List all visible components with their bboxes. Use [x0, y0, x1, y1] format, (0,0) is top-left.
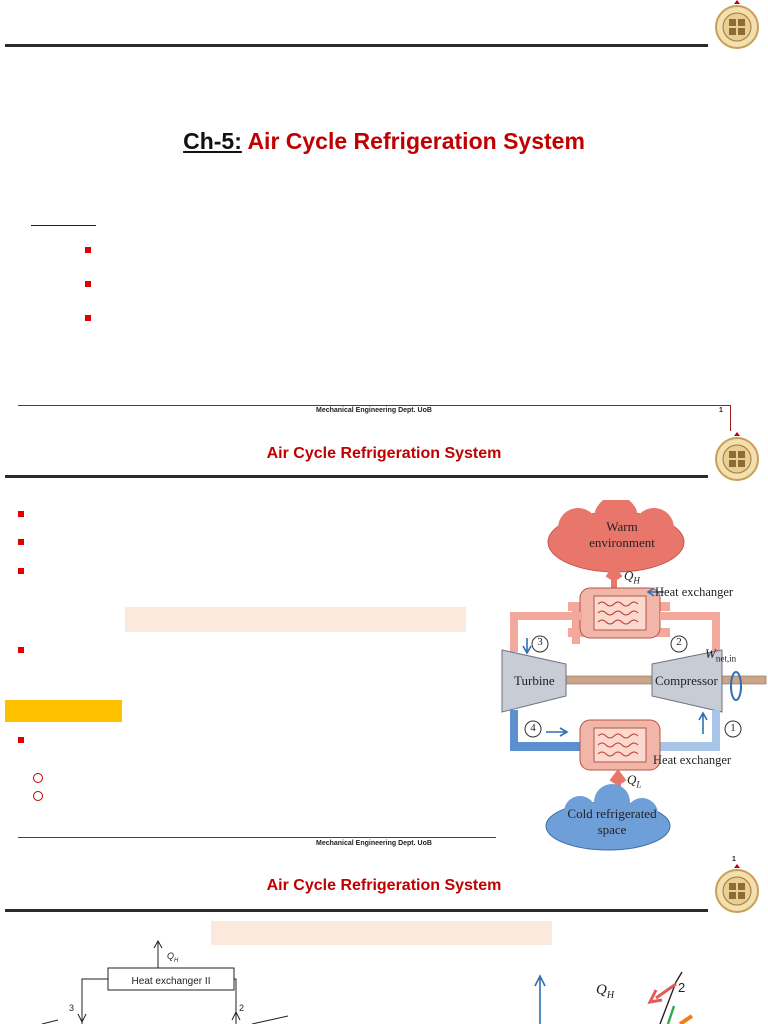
cold-space-cloud [545, 784, 671, 851]
ts-node-2-label: 2 [678, 980, 686, 995]
footer-text: Mechanical Engineering Dept. UoB [316, 407, 432, 414]
ql-label: QL [627, 772, 642, 790]
page-number-marker: 1 [732, 856, 736, 863]
node-3-label: 3 [69, 1003, 75, 1013]
wnet-label: Wnet,in [705, 646, 737, 664]
node-2-label: 2 [239, 1003, 245, 1013]
warm-environment-label: Warm environment [589, 519, 655, 550]
cycle-schematic [41, 939, 289, 1024]
bullet-marker [85, 247, 91, 253]
footer-rule-end [730, 405, 731, 431]
university-logo [715, 0, 759, 49]
page-number: 1 [719, 407, 723, 414]
university-logo [715, 864, 759, 913]
node-1-label: 1 [730, 722, 736, 734]
bullet-marker [18, 568, 24, 574]
header-rule [5, 475, 708, 478]
header-rule [5, 909, 708, 912]
highlight-box-peach [211, 921, 552, 945]
hx2-label: Heat exchanger II [131, 976, 211, 987]
bullet-marker [18, 511, 24, 517]
bottom-heat-exchanger [579, 719, 661, 771]
sub-bullet-marker [33, 773, 43, 783]
slide-1-title: Ch-5: Air Cycle Refrigeration System [0, 128, 768, 155]
university-logo [715, 432, 759, 481]
compressor-label: Compressor [655, 673, 718, 688]
cold-space-label: Cold refrigerated space [567, 806, 657, 837]
ts-diagram [534, 971, 694, 1024]
turbine-label: Turbine [514, 673, 555, 688]
chapter-title: Air Cycle Refrigeration System [247, 128, 585, 154]
header-rule [5, 44, 708, 47]
compressor-shape [651, 649, 723, 713]
bullet-marker [18, 539, 24, 545]
bullet-marker [18, 647, 24, 653]
hx-top-label: Heat exchanger [655, 585, 734, 599]
hx-bottom-label: Heat exchanger [653, 753, 732, 767]
bullet-marker [85, 315, 91, 321]
section-underline [31, 225, 96, 226]
slide-2-title: Air Cycle Refrigeration System [266, 445, 502, 462]
slide-3-title: Air Cycle Refrigeration System [266, 877, 502, 894]
refrigeration-cycle-diagram [501, 500, 767, 851]
ts-qh-label: QH [596, 982, 615, 1001]
footer-text: Mechanical Engineering Dept. UoB [316, 840, 432, 847]
top-heat-exchanger [579, 587, 661, 639]
chapter-label: Ch-5: [183, 128, 242, 154]
bullet-marker [85, 281, 91, 287]
node-2-label: 2 [676, 636, 682, 648]
highlight-box-peach [125, 607, 466, 632]
warm-environment-cloud [547, 500, 685, 573]
qh-dot-label: QH [167, 951, 179, 964]
footer-rule [18, 837, 496, 838]
highlight-box-yellow [5, 700, 122, 722]
bullet-marker [18, 737, 24, 743]
sub-bullet-marker [33, 791, 43, 801]
node-4-label: 4 [530, 722, 536, 734]
qh-label: QH [624, 568, 640, 586]
turbine-shape [501, 649, 567, 713]
footer-rule [18, 405, 730, 406]
node-3-label: 3 [537, 636, 543, 648]
